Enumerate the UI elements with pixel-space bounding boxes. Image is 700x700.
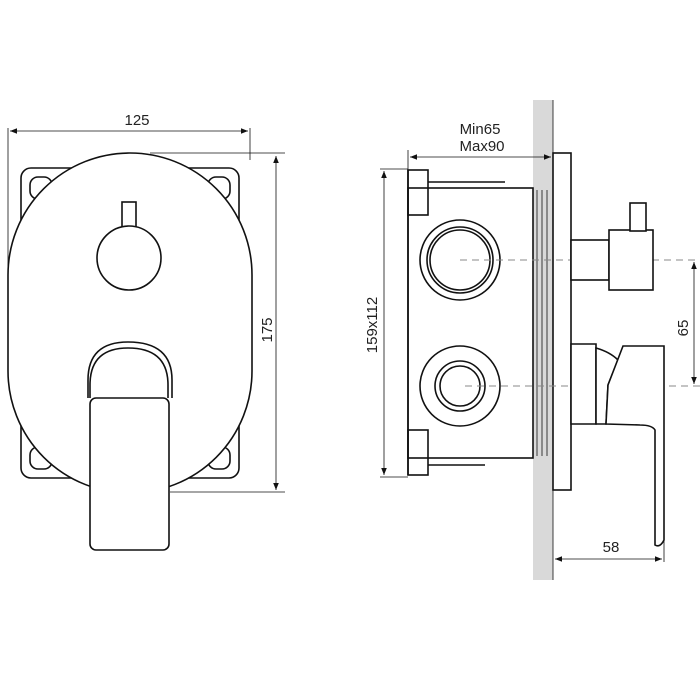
dim-height-label: 175 [259, 317, 276, 342]
side-view: Min65 Max90 159x112 65 58 [364, 100, 700, 580]
dim-box-label: 159x112 [364, 297, 381, 353]
dim-projection-label: 58 [603, 539, 620, 556]
outlet-port-bottom [419, 345, 501, 427]
cover-plate-side [552, 152, 572, 491]
box [407, 187, 534, 459]
dim-depth-min-label: Min65 [460, 121, 501, 138]
front-view: 125 175 [7, 112, 285, 551]
lever-base [87, 341, 173, 398]
lever-side [605, 345, 665, 547]
diverter-pin-side [629, 202, 647, 232]
dim-width-label: 125 [124, 112, 149, 129]
dim-spacing-label: 65 [675, 320, 692, 337]
wall [533, 100, 553, 580]
lever-handle [89, 397, 170, 551]
dim-depth-max-label: Max90 [459, 138, 504, 155]
diverter-stem [570, 239, 610, 281]
diverter-knob [96, 225, 162, 291]
diverter-body [608, 229, 654, 291]
